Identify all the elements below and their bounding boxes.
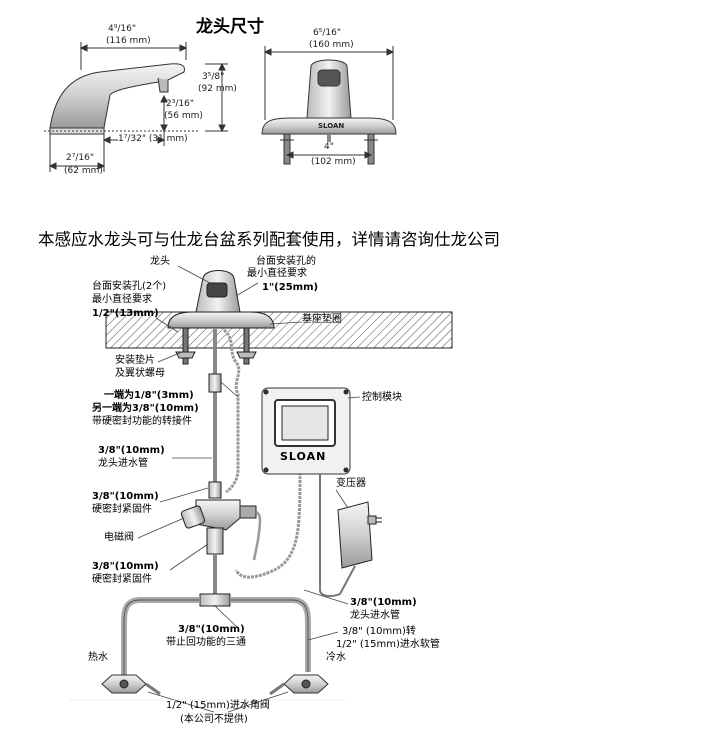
label-control-module: 控制模块: [362, 392, 402, 403]
front-width-frac: 6⁵/16": [313, 28, 341, 38]
compatibility-note: 本感应水龙头可与仕龙台盆系列配套使用，详情请咨询仕龙公司: [38, 230, 500, 249]
label-transformer: 变压器: [336, 478, 366, 489]
spout-height-frac: 2³/16": [166, 99, 194, 109]
label-cold-water: 冷水: [326, 652, 346, 663]
label-base-gasket: 基座垫圈: [302, 314, 342, 325]
spout-height-mm: (56 mm): [164, 111, 203, 121]
label-hole-req-2: 最小直径要求: [247, 268, 307, 279]
front-width-mm: (160 mm): [309, 40, 354, 50]
label-tee-size: 3/8"(10mm): [178, 624, 245, 635]
label-holes2-2: 最小直径要求: [92, 294, 152, 305]
side-width-frac: 4⁹/16": [108, 24, 136, 34]
label-faucet: 龙头: [150, 256, 170, 267]
label-tee: 带止回功能的三通: [166, 637, 246, 648]
label-adapter-1: 一端为1/8"(3mm): [104, 390, 194, 401]
label-solenoid: 电磁阀: [104, 532, 134, 543]
base-depth-frac: 2⁷/16": [66, 153, 94, 163]
side-width-mm: (116 mm): [106, 36, 151, 46]
shank-spacing-mm: (102 mm): [311, 157, 356, 167]
installation-diagram: [101, 265, 453, 713]
base-depth-mm: (62 mm): [64, 166, 103, 176]
dimension-title: 龙头尺寸: [196, 17, 264, 37]
label-adapter-3: 带硬密封功能的转接件: [92, 416, 192, 427]
label-adapter-2: 另一端为3/8"(10mm): [92, 403, 199, 414]
label-fitting-bot-size: 3/8"(10mm): [92, 561, 159, 572]
label-angle-valve-1: 1/2" (15mm)进水角阀: [166, 700, 270, 711]
label-hole-req-1: 台面安装孔的: [256, 256, 316, 267]
label-washer-2: 及翼状螺母: [115, 368, 165, 379]
label-hose-2: 1/2" (15mm)进水软管: [336, 639, 440, 650]
side-height-frac: 3⁵/8": [202, 72, 225, 82]
label-holes2-1: 台面安装孔(2个): [92, 281, 167, 292]
spout-reach: 1⁷/32" (31 mm): [118, 134, 188, 144]
label-washer-1: 安装垫片: [115, 355, 155, 366]
label-fitting-top: 硬密封紧固件: [92, 504, 152, 515]
label-inlet: 龙头进水管: [98, 458, 148, 469]
label-holes2-size: 1/2"(13mm): [92, 308, 159, 319]
faucet-brand-mark: SLOAN: [318, 122, 345, 130]
label-angle-valve-2: (本公司不提供): [180, 714, 248, 725]
module-brand-mark: SLOAN: [280, 450, 327, 463]
faucet-side-view: [44, 42, 228, 172]
side-height-mm: (92 mm): [198, 84, 237, 94]
label-inlet2: 龙头进水管: [350, 610, 400, 621]
label-hot-water: 热水: [88, 652, 108, 663]
faucet-front-view: [261, 46, 397, 165]
label-inlet-size: 3/8"(10mm): [98, 445, 165, 456]
shank-spacing-frac: 4": [324, 142, 334, 152]
label-fitting-bot: 硬密封紧固件: [92, 574, 152, 585]
label-fitting-top-size: 3/8"(10mm): [92, 491, 159, 502]
label-hose-1: 3/8" (10mm)转: [342, 626, 416, 637]
label-hole-req-size: 1"(25mm): [262, 282, 319, 293]
label-inlet2-size: 3/8"(10mm): [350, 597, 417, 608]
